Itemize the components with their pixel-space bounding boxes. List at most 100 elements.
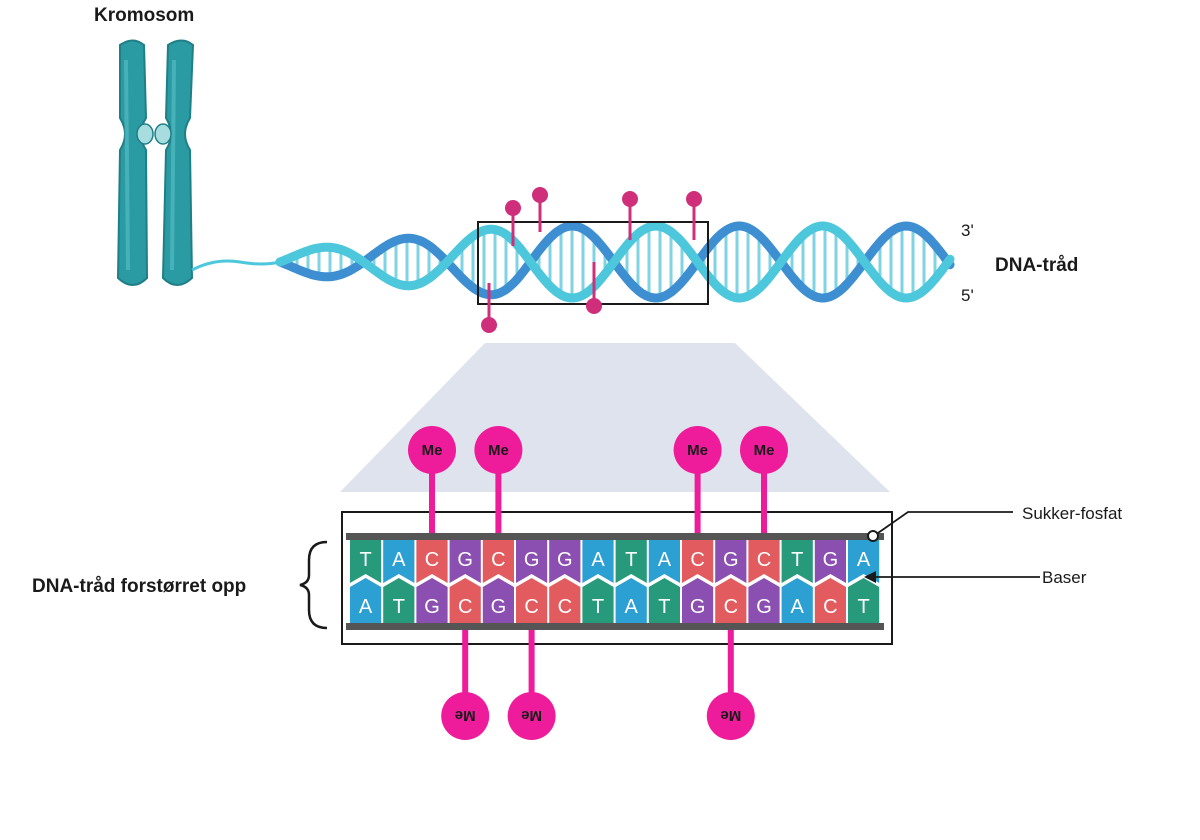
base-bottom bbox=[516, 578, 548, 623]
base-letter-bottom: A bbox=[791, 596, 805, 618]
sugar-phosphate-label: Sukker-fosfat bbox=[1022, 504, 1122, 523]
methyl-label: Me bbox=[422, 442, 443, 459]
base-pair: CG bbox=[416, 540, 448, 623]
base-bottom bbox=[781, 578, 813, 623]
base-letter-bottom: C bbox=[724, 596, 738, 618]
base-letter-bottom: A bbox=[359, 596, 373, 618]
base-bottom bbox=[748, 578, 780, 623]
base-bottom bbox=[848, 578, 880, 623]
dna-double-helix bbox=[275, 221, 955, 303]
methyl-label: Me bbox=[488, 442, 509, 459]
base-letter-top: T bbox=[791, 549, 803, 571]
base-top bbox=[715, 540, 747, 583]
base-top bbox=[383, 540, 415, 583]
base-letter-top: A bbox=[591, 549, 605, 571]
base-pair: TA bbox=[781, 540, 813, 623]
base-top bbox=[814, 540, 846, 583]
base-pair: TA bbox=[350, 540, 382, 623]
chromosome bbox=[116, 39, 195, 286]
base-top bbox=[848, 540, 880, 583]
base-letter-top: G bbox=[457, 549, 473, 571]
base-pair: GC bbox=[516, 540, 548, 623]
base-letter-top: C bbox=[491, 549, 505, 571]
base-letter-bottom: G bbox=[756, 596, 772, 618]
base-letter-top: C bbox=[425, 549, 439, 571]
base-bottom bbox=[482, 578, 514, 623]
base-top bbox=[648, 540, 680, 583]
methyl-pin bbox=[686, 191, 702, 207]
helix-methyl-groups bbox=[481, 187, 702, 333]
methyl-group-bottom: Me bbox=[507, 625, 556, 740]
chromosome-label: Kromosom bbox=[94, 5, 194, 26]
base-bottom bbox=[648, 578, 680, 623]
backbone-top bbox=[346, 533, 884, 540]
base-bottom bbox=[449, 578, 481, 623]
base-letter-bottom: C bbox=[823, 596, 837, 618]
base-letter-top: G bbox=[557, 549, 573, 571]
base-top bbox=[416, 540, 448, 583]
base-top bbox=[482, 540, 514, 583]
base-top bbox=[350, 540, 382, 583]
base-letter-top: G bbox=[823, 549, 839, 571]
base-letter-bottom: C bbox=[558, 596, 572, 618]
base-top bbox=[781, 540, 813, 583]
base-pair: AT bbox=[383, 540, 415, 623]
methyl-pin bbox=[481, 317, 497, 333]
bases-callout bbox=[864, 571, 1040, 583]
base-bottom bbox=[682, 578, 714, 623]
base-letter-top: A bbox=[392, 549, 406, 571]
base-pair: CG bbox=[682, 540, 714, 623]
methyl-label: Me bbox=[521, 707, 542, 724]
base-pair: CG bbox=[748, 540, 780, 623]
methyl-group-bottom: Me bbox=[441, 625, 490, 740]
base-letter-bottom: T bbox=[857, 596, 869, 618]
base-letter-top: T bbox=[625, 549, 637, 571]
base-bottom bbox=[615, 578, 647, 623]
base-letter-top: G bbox=[723, 549, 739, 571]
base-top bbox=[582, 540, 614, 583]
methyl-label: Me bbox=[754, 442, 775, 459]
base-bottom bbox=[383, 578, 415, 623]
base-letter-top: T bbox=[359, 549, 371, 571]
base-pair: GC bbox=[814, 540, 846, 623]
methyl-group-bottom: Me bbox=[706, 625, 755, 740]
base-pair: AT bbox=[582, 540, 614, 623]
bases-label: Baser bbox=[1042, 568, 1087, 587]
base-letter-bottom: C bbox=[458, 596, 472, 618]
base-letter-bottom: T bbox=[658, 596, 670, 618]
base-letter-bottom: A bbox=[625, 596, 639, 618]
base-pair: AT bbox=[648, 540, 680, 623]
base-bottom bbox=[814, 578, 846, 623]
methyl-label: Me bbox=[720, 707, 741, 724]
base-pair: GC bbox=[449, 540, 481, 623]
base-pair: TA bbox=[615, 540, 647, 623]
methyl-group-top: Me bbox=[474, 426, 523, 540]
methyl-group-top: Me bbox=[673, 426, 722, 540]
base-letter-bottom: G bbox=[424, 596, 440, 618]
base-top bbox=[516, 540, 548, 583]
base-pair: GC bbox=[549, 540, 581, 623]
dna-strand-label: DNA-tråd bbox=[995, 255, 1078, 276]
base-bottom bbox=[416, 578, 448, 623]
helix-strand-front bbox=[275, 221, 955, 303]
methyl-pin bbox=[622, 191, 638, 207]
base-letter-bottom: T bbox=[393, 596, 405, 618]
base-pair: GC bbox=[715, 540, 747, 623]
base-letter-bottom: G bbox=[491, 596, 507, 618]
base-letter-top: G bbox=[524, 549, 540, 571]
base-bottom bbox=[549, 578, 581, 623]
base-bottom bbox=[582, 578, 614, 623]
brace bbox=[299, 540, 328, 630]
methyl-pin bbox=[532, 187, 548, 203]
base-bottom bbox=[350, 578, 382, 623]
sugar-phosphate-callout bbox=[867, 511, 1013, 542]
methyl-group-top: Me bbox=[408, 426, 456, 540]
base-pair: AT bbox=[848, 540, 880, 623]
chromatin-thread bbox=[191, 259, 281, 272]
base-bottom bbox=[715, 578, 747, 623]
backbone-bottom bbox=[346, 623, 884, 630]
base-letter-top: C bbox=[690, 549, 704, 571]
base-top bbox=[748, 540, 780, 583]
